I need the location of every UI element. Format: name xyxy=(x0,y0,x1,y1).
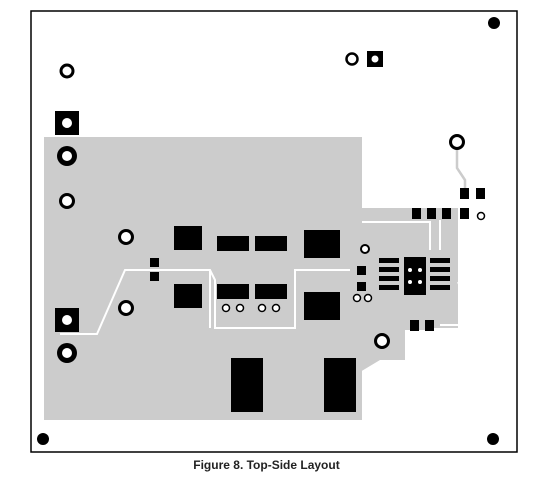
via-right-top xyxy=(449,134,465,150)
pad-bottom-1 xyxy=(410,320,419,331)
pad-top-row-2 xyxy=(427,208,436,219)
square-pad-left-lower-hole xyxy=(62,315,72,325)
round-pad-left-upper-hole xyxy=(62,151,72,161)
ic-lead-right-3 xyxy=(430,276,450,281)
smd-pads xyxy=(150,188,485,412)
ic-thermal-via-2 xyxy=(418,268,422,272)
pad-small-left-2 xyxy=(150,272,159,281)
mounting-hole-top-right xyxy=(488,17,500,29)
ic-lead-right-2 xyxy=(430,267,450,272)
ic-lead-left-3 xyxy=(379,276,399,281)
pad-small-ic-1 xyxy=(357,266,366,275)
pad-top-row-1 xyxy=(412,208,421,219)
ic-lead-left-1 xyxy=(379,258,399,263)
mounting-holes xyxy=(37,17,500,445)
ic-package xyxy=(379,257,450,295)
pad-resistor-2 xyxy=(255,236,287,251)
trace-top-right xyxy=(455,142,467,192)
trace-layer xyxy=(60,220,463,335)
square-pad-left-upper-hole xyxy=(62,118,72,128)
via-pair-a2 xyxy=(363,293,373,303)
round-pad-left-lower-hole xyxy=(62,348,72,358)
square-pad-top-center-hole xyxy=(371,55,379,63)
pcb-top-side-layout xyxy=(30,10,518,453)
pad-resistor-4 xyxy=(255,284,287,299)
mounting-hole-bottom-left xyxy=(37,433,49,445)
pad-inductor-lower xyxy=(304,292,340,320)
trace-right-upper xyxy=(362,221,431,250)
pad-right-2 xyxy=(476,188,485,199)
via-center-left-upper xyxy=(118,229,134,245)
via-top-left xyxy=(59,63,75,79)
via-left-mid xyxy=(59,193,75,209)
via-pair-b1 xyxy=(221,303,231,313)
pad-resistor-1 xyxy=(217,236,249,251)
figure-caption: Figure 8. Top-Side Layout xyxy=(193,458,340,472)
pad-large-bottom-1 xyxy=(231,358,263,412)
pad-top-row-3 xyxy=(442,208,451,219)
via-right-small xyxy=(476,211,486,221)
via-pair-c1 xyxy=(257,303,267,313)
ic-thermal-via-3 xyxy=(408,280,412,284)
via-pair-b2 xyxy=(235,303,245,313)
ic-lead-left-2 xyxy=(379,267,399,272)
via-center-left-lower xyxy=(118,300,134,316)
main-copper-pour xyxy=(44,137,362,420)
ic-lead-left-4 xyxy=(379,285,399,290)
pad-bottom-2 xyxy=(425,320,434,331)
via-top-center-left xyxy=(345,52,359,66)
upper-copper-strip xyxy=(362,208,458,218)
pad-inductor-upper xyxy=(304,230,340,258)
pad-small-left-1 xyxy=(150,258,159,267)
ic-thermal-pad xyxy=(404,257,426,295)
trace-right-lower xyxy=(440,281,463,326)
pad-cap-large-lower xyxy=(174,284,202,308)
ic-thermal-via-1 xyxy=(408,268,412,272)
via-pair-a1 xyxy=(352,293,362,303)
ic-thermal-via-4 xyxy=(418,280,422,284)
via-pair-c2 xyxy=(271,303,281,313)
via-lower-right xyxy=(374,333,390,349)
pad-cap-large-upper xyxy=(174,226,202,250)
pad-small-ic-2 xyxy=(357,282,366,291)
pad-resistor-3 xyxy=(217,284,249,299)
pad-right-1 xyxy=(460,188,469,199)
mounting-hole-bottom-right xyxy=(487,433,499,445)
ic-lead-right-1 xyxy=(430,258,450,263)
via-ic-left xyxy=(360,244,370,254)
ic-lead-right-4 xyxy=(430,285,450,290)
through-hole-pads xyxy=(55,51,486,363)
trace-left-diagonal xyxy=(60,269,350,335)
lower-right-copper-pour xyxy=(430,300,458,328)
pad-top-row-4 xyxy=(460,208,469,219)
pad-large-bottom-2 xyxy=(324,358,356,412)
